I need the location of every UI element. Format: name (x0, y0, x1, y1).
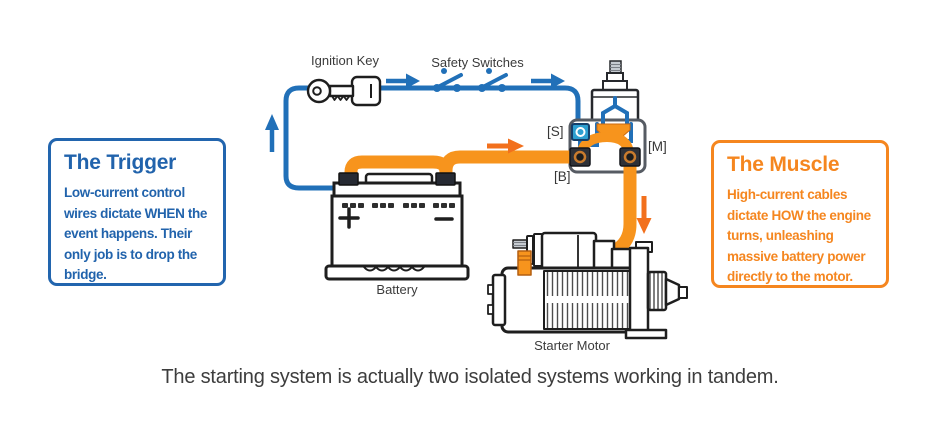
solenoid-terminal-s (571, 123, 590, 141)
battery-vent-caps (342, 203, 455, 208)
muscle-callout-box: The Muscle High-current cables dictate H… (711, 140, 889, 288)
safety-switch-icon (478, 68, 508, 92)
starter-motor-label: Starter Motor (534, 338, 610, 353)
battery-label: Battery (376, 282, 418, 297)
safety-switches-label: Safety Switches (431, 55, 524, 70)
terminal-s-label: [S] (547, 124, 564, 139)
muscle-body: High-current cables dictate HOW the engi… (727, 187, 871, 284)
flow-arrow-right-orange (487, 138, 524, 154)
terminal-b-label: [B] (554, 169, 571, 184)
diagram-caption: The starting system is actually two isol… (161, 366, 779, 388)
safety-switch-icon (433, 68, 463, 92)
solenoid-terminal-b (569, 147, 591, 167)
motor-terminal-bolt (517, 250, 532, 276)
solenoid-bridge (576, 131, 634, 157)
control-wire-path (283, 85, 581, 191)
battery-positive-terminal (338, 172, 359, 186)
battery-negative-terminal (435, 172, 456, 186)
terminal-m-label: [M] (648, 139, 667, 154)
solenoid-terminal-m (619, 147, 641, 167)
motor-pinion-gear (646, 270, 668, 312)
motor-solenoid-cylinder (540, 231, 598, 271)
ignition-key-label: Ignition Key (311, 53, 379, 68)
ignition-key-icon (306, 75, 382, 107)
trigger-callout-box: The Trigger Low-current control wires di… (48, 138, 226, 286)
battery-illustration (324, 172, 470, 281)
flow-arrow-down-orange (636, 196, 652, 234)
flow-arrow-up (265, 114, 279, 152)
battery-base (324, 264, 470, 281)
motor-mount-flange (628, 246, 650, 338)
trigger-title: The Trigger (64, 151, 177, 174)
flow-arrow-right-2 (531, 73, 565, 89)
flow-arrow-right-1 (386, 73, 420, 89)
starter-motor-illustration (487, 231, 688, 340)
trigger-body: Low-current control wires dictate WHEN t… (64, 185, 208, 282)
muscle-title: The Muscle (727, 153, 840, 176)
